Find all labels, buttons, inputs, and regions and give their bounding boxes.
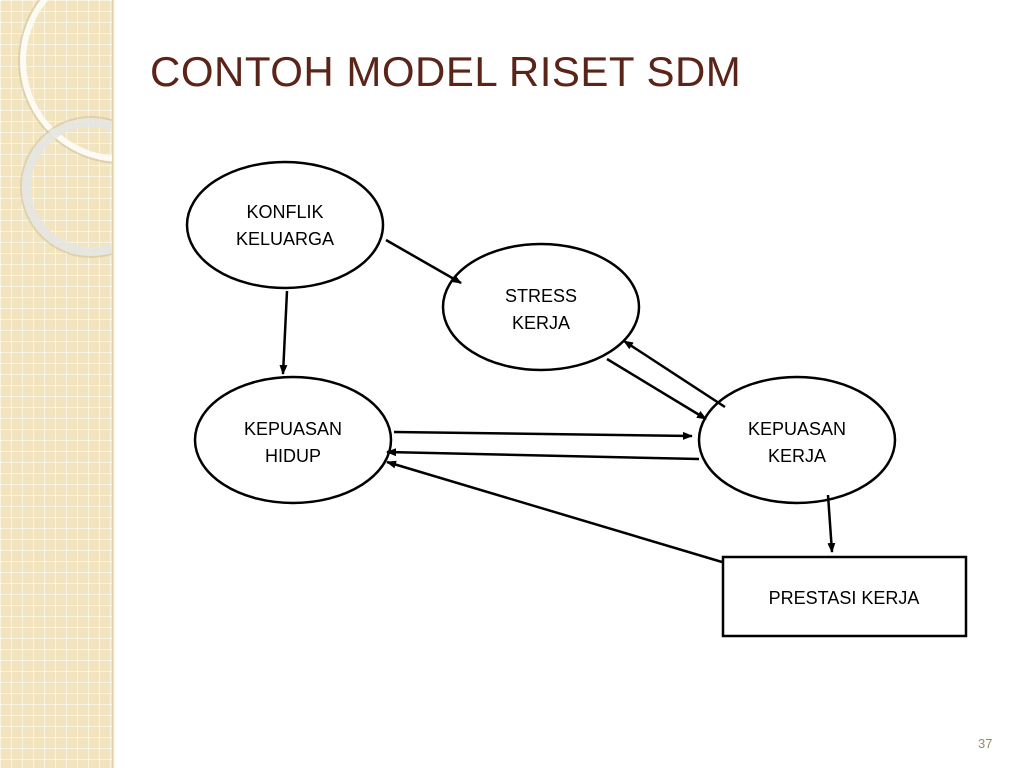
- node-stress-kerja-line1: STRESS: [505, 286, 577, 306]
- node-prestasi-kerja-label: PRESTASI KERJA: [769, 588, 920, 608]
- node-stress-kerja-line2: KERJA: [512, 313, 570, 333]
- page-number: 37: [978, 736, 993, 751]
- node-kepuasan-kerja: KEPUASAN KERJA: [697, 375, 897, 505]
- node-kepuasan-hidup-line1: KEPUASAN: [244, 419, 342, 439]
- decorative-side-panel: [0, 0, 112, 768]
- node-prestasi-kerja: PRESTASI KERJA: [721, 555, 968, 638]
- arrow-konflik-to-stress: [385, 238, 462, 285]
- node-kepuasan-kerja-line2: KERJA: [768, 446, 826, 466]
- arrow-kepuasan-kerja-to-stress: [623, 339, 726, 409]
- side-panel-edge: [112, 0, 115, 768]
- node-stress-kerja: STRESS KERJA: [441, 242, 641, 372]
- arrow-konflik-to-kepuasan-hidup: [279, 290, 289, 375]
- arrow-kepuasan-kerja-to-prestasi: [826, 494, 836, 553]
- arrow-kepuasan-kerja-to-kepuasan-hidup: [386, 448, 700, 461]
- node-konflik-keluarga-line2: KELUARGA: [236, 229, 334, 249]
- slide-title: CONTOH MODEL RISET SDM: [150, 48, 742, 95]
- node-kepuasan-kerja-line1: KEPUASAN: [748, 419, 846, 439]
- arrow-kepuasan-hidup-to-kepuasan-kerja: [393, 430, 693, 440]
- node-konflik-keluarga-line1: KONFLIK: [246, 202, 323, 222]
- node-konflik-keluarga: KONFLIK KELUARGA: [185, 160, 385, 290]
- node-kepuasan-hidup-line2: HIDUP: [265, 446, 321, 466]
- arrow-prestasi-to-kepuasan-hidup: [386, 460, 723, 564]
- arrow-stress-to-kepuasan-kerja: [606, 357, 707, 421]
- decorative-ring: [22, 118, 112, 256]
- node-kepuasan-hidup: KEPUASAN HIDUP: [193, 375, 393, 505]
